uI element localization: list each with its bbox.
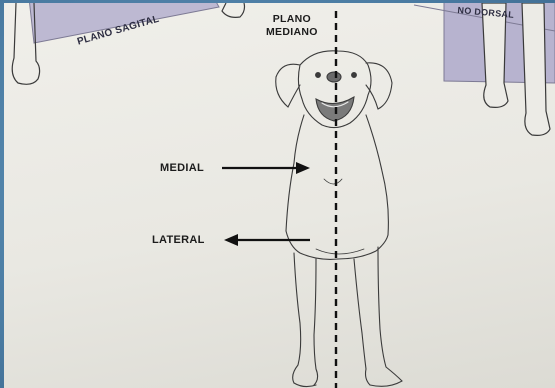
plano-mediano-line1: PLANO (266, 13, 318, 26)
lateral-label: LATERAL (152, 234, 205, 246)
plano-mediano-line2: MEDIANO (266, 26, 318, 39)
medial-label: MEDIAL (160, 162, 204, 174)
medial-arrow (222, 162, 310, 174)
dog-anatomy-drawing (4, 3, 555, 388)
plano-mediano-label: PLANO MEDIANO (266, 13, 318, 39)
lateral-arrow (224, 234, 310, 246)
diagram-sheet: PLANO SAGITAL PLANO MEDIANO NO DORSAL ME… (4, 3, 555, 388)
central-dog (276, 51, 402, 387)
